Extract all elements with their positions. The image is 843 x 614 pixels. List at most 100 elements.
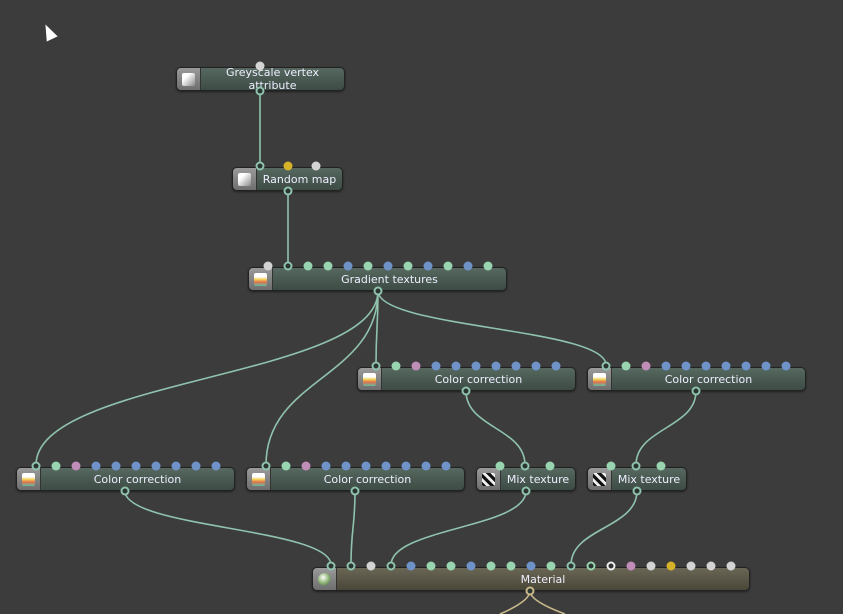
input-pin-grey[interactable] xyxy=(686,561,696,571)
input-pin-blue[interactable] xyxy=(511,361,521,371)
input-pin-green[interactable] xyxy=(426,561,436,571)
input-pin-pink[interactable] xyxy=(301,461,311,471)
input-pin-green[interactable] xyxy=(495,461,505,471)
input-pin-blue[interactable] xyxy=(441,461,451,471)
input-pin-green[interactable] xyxy=(546,561,556,571)
input-pin-blue[interactable] xyxy=(431,361,441,371)
input-pin-green[interactable] xyxy=(281,461,291,471)
input-pin-blue[interactable] xyxy=(681,361,691,371)
input-pin-blue[interactable] xyxy=(701,361,711,371)
input-pin-green[interactable] xyxy=(51,461,61,471)
input-pin-green[interactable] xyxy=(323,261,333,271)
input-pin-grey[interactable] xyxy=(366,561,376,571)
input-pin-pink[interactable] xyxy=(71,461,81,471)
wire xyxy=(465,390,526,466)
input-pin-green[interactable] xyxy=(446,561,456,571)
input-pin-blue[interactable] xyxy=(341,461,351,471)
input-pin-blue[interactable] xyxy=(91,461,101,471)
input-pin-conn[interactable] xyxy=(601,361,611,371)
gradient-icon xyxy=(249,268,273,290)
input-pin-conn[interactable] xyxy=(386,561,396,571)
input-pin-green[interactable] xyxy=(486,561,496,571)
input-pin-green[interactable] xyxy=(483,261,493,271)
input-pin-blue[interactable] xyxy=(423,261,433,271)
input-pin-blue[interactable] xyxy=(761,361,771,371)
input-pin-blue[interactable] xyxy=(421,461,431,471)
input-pin-green[interactable] xyxy=(506,561,516,571)
input-pin-blue[interactable] xyxy=(381,461,391,471)
input-pin-blue[interactable] xyxy=(741,361,751,371)
input-pin-blue[interactable] xyxy=(131,461,141,471)
input-pin-conn[interactable] xyxy=(346,561,356,571)
color-correction-icon xyxy=(17,468,41,490)
input-pin-conn[interactable] xyxy=(255,161,265,171)
input-pin-pink[interactable] xyxy=(626,561,636,571)
input-pin-yellow[interactable] xyxy=(666,561,676,571)
input-pin-blue[interactable] xyxy=(661,361,671,371)
input-pin-conn[interactable] xyxy=(520,461,530,471)
input-pin-blue[interactable] xyxy=(551,361,561,371)
input-pin-ring-white[interactable] xyxy=(606,561,616,571)
input-pin-green[interactable] xyxy=(606,461,616,471)
input-pin-conn[interactable] xyxy=(631,461,641,471)
input-pin-conn[interactable] xyxy=(566,561,576,571)
input-pin-conn[interactable] xyxy=(326,561,336,571)
input-pin-grey[interactable] xyxy=(706,561,716,571)
input-pin-conn[interactable] xyxy=(261,461,271,471)
input-pin-blue[interactable] xyxy=(151,461,161,471)
input-pin-blue[interactable] xyxy=(406,561,416,571)
input-pin-blue[interactable] xyxy=(211,461,221,471)
input-pin-green[interactable] xyxy=(621,361,631,371)
node-greyscale[interactable]: Greyscale vertex attribute xyxy=(176,66,345,92)
input-pin-blue[interactable] xyxy=(361,461,371,471)
input-pin-grey[interactable] xyxy=(311,161,321,171)
input-pin-green[interactable] xyxy=(443,261,453,271)
output-pin[interactable] xyxy=(461,386,471,396)
output-pin[interactable] xyxy=(691,386,701,396)
mix-texture-icon xyxy=(588,468,612,490)
input-pin-conn[interactable] xyxy=(371,361,381,371)
output-pin[interactable] xyxy=(255,86,265,96)
input-pin-green[interactable] xyxy=(656,461,666,471)
input-pin-grey[interactable] xyxy=(726,561,736,571)
input-pin-blue[interactable] xyxy=(343,261,353,271)
input-pin-green[interactable] xyxy=(545,461,555,471)
input-pin-yellow[interactable] xyxy=(283,161,293,171)
input-pin-pink[interactable] xyxy=(411,361,421,371)
input-pin-blue[interactable] xyxy=(111,461,121,471)
output-pin[interactable] xyxy=(525,586,535,596)
input-pin-blue[interactable] xyxy=(781,361,791,371)
input-pin-conn[interactable] xyxy=(31,461,41,471)
output-pin[interactable] xyxy=(283,186,293,196)
output-pin[interactable] xyxy=(632,486,642,496)
input-pin-green[interactable] xyxy=(391,361,401,371)
input-pin-ring-dark[interactable] xyxy=(586,561,596,571)
output-pin[interactable] xyxy=(120,486,130,496)
input-pin-blue[interactable] xyxy=(471,361,481,371)
node-random[interactable]: Random map xyxy=(232,167,343,191)
input-pin-blue[interactable] xyxy=(383,261,393,271)
input-pin-pink[interactable] xyxy=(641,361,651,371)
input-pin-green[interactable] xyxy=(403,261,413,271)
input-pin-grey[interactable] xyxy=(255,61,265,71)
input-pin-blue[interactable] xyxy=(401,461,411,471)
input-pin-blue[interactable] xyxy=(466,561,476,571)
input-pin-blue[interactable] xyxy=(491,361,501,371)
input-pin-blue[interactable] xyxy=(531,361,541,371)
input-pin-green[interactable] xyxy=(363,261,373,271)
output-pin[interactable] xyxy=(350,486,360,496)
input-pin-blue[interactable] xyxy=(451,361,461,371)
node-label: Mix texture xyxy=(617,472,681,486)
input-pin-conn[interactable] xyxy=(283,261,293,271)
input-pin-green[interactable] xyxy=(303,261,313,271)
input-pin-grey[interactable] xyxy=(646,561,656,571)
input-pin-blue[interactable] xyxy=(171,461,181,471)
output-pin[interactable] xyxy=(521,486,531,496)
input-pin-blue[interactable] xyxy=(526,561,536,571)
input-pin-blue[interactable] xyxy=(321,461,331,471)
input-pin-blue[interactable] xyxy=(721,361,731,371)
output-pin[interactable] xyxy=(373,286,383,296)
input-pin-blue[interactable] xyxy=(463,261,473,271)
input-pin-grey[interactable] xyxy=(263,261,273,271)
input-pin-blue[interactable] xyxy=(191,461,201,471)
